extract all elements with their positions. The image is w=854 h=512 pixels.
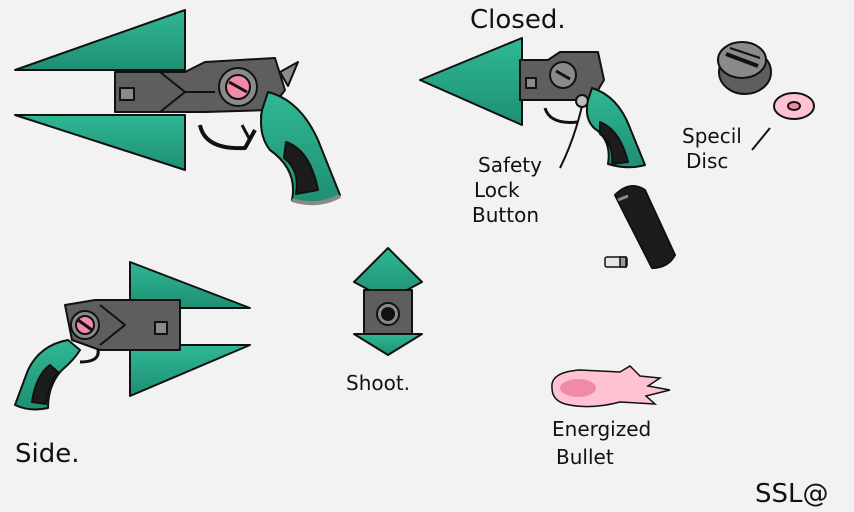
artist-signature: SSL@: [755, 479, 829, 509]
special-disc-icon: [717, 41, 815, 120]
bullet-label-line2: Bullet: [556, 445, 614, 469]
shoot-label: Shoot.: [346, 371, 410, 395]
safety-pointer: [559, 105, 583, 169]
closed-blaster-icon: [419, 37, 646, 169]
energized-bullet-icon: [551, 365, 671, 408]
closed-label: Closed.: [470, 5, 566, 35]
disc-label-line2: Disc: [686, 149, 728, 173]
safety-label-line2: Lock: [474, 178, 520, 202]
side-blaster-icon: [14, 261, 251, 411]
disc-label-line1: Specil: [682, 124, 742, 148]
disc-pointer: [751, 127, 771, 151]
safety-label-line3: Button: [472, 203, 539, 227]
cartridge-icon: [604, 256, 628, 268]
side-label: Side.: [15, 439, 80, 469]
muzzle-icon: [353, 247, 423, 356]
open-blaster-icon: [14, 9, 341, 206]
magazine-icon: [614, 185, 676, 269]
bullet-label-line1: Energized: [552, 417, 651, 441]
safety-label-line1: Safety: [478, 153, 542, 177]
